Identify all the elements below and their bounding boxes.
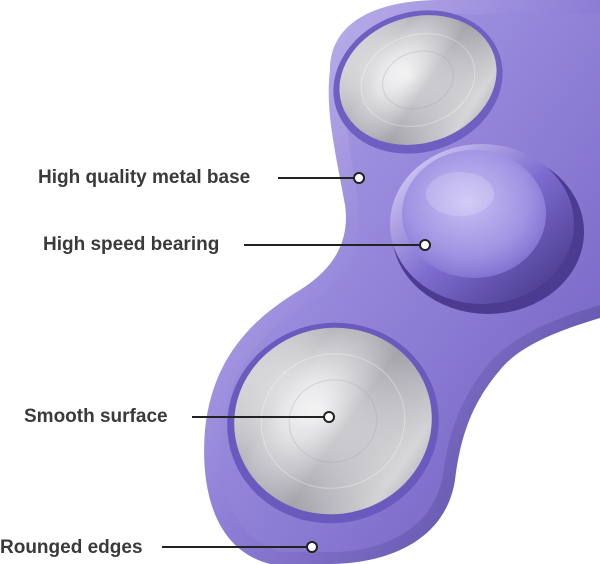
callout-label-surface: Smooth surface — [24, 406, 168, 427]
top-metal-disc — [333, 10, 503, 154]
callout-dot-surface — [323, 411, 335, 423]
top-metal-disc-sheen — [339, 15, 497, 145]
callout-label-edges: Rounged edges — [0, 537, 143, 558]
callout-dot-metal-base — [353, 172, 365, 184]
callout-lines — [162, 172, 431, 553]
bearing-cap-face — [402, 150, 546, 278]
center-bearing-cap — [390, 144, 584, 314]
callout-dot-edges — [306, 541, 318, 553]
callout-dot-bearing — [419, 239, 431, 251]
callout-label-metal-base: High quality metal base — [38, 167, 251, 188]
callout-label-bearing: High speed bearing — [43, 234, 220, 255]
